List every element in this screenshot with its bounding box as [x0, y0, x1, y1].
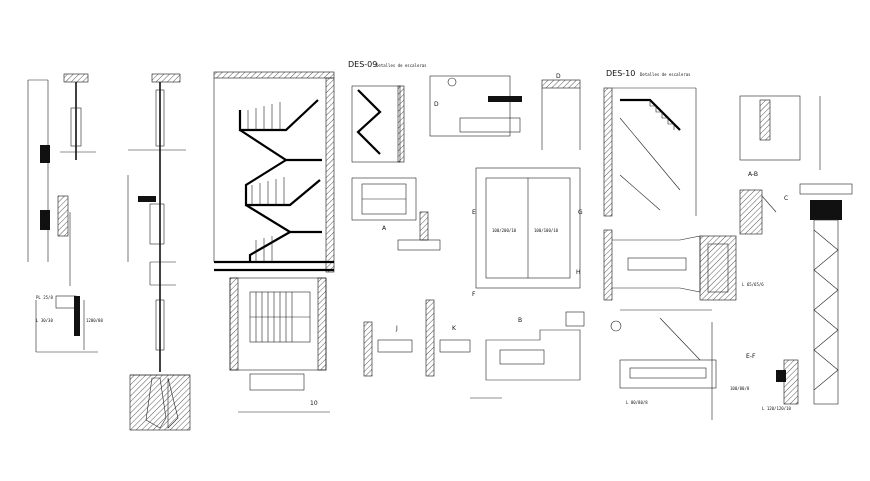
annot-pl1: L 30/30 — [36, 318, 53, 323]
mark-b: B — [518, 317, 522, 324]
sheet-10-code: DES-10 — [606, 69, 635, 78]
annot-num10: 10 — [310, 400, 318, 407]
sheet-09-subtitle: Detalles de escaleras — [376, 63, 427, 68]
detail-stair-elevation — [213, 71, 335, 273]
detail-post-foundation — [127, 73, 191, 431]
mark-f: F — [472, 291, 476, 298]
mark-ab: A-B — [748, 171, 758, 178]
sheet-10-subtitle: Detalles de escaleras — [640, 72, 691, 77]
mark-h: H — [576, 269, 581, 276]
mark-j: J — [395, 325, 398, 332]
annot-dim6: L 120/120/10 — [762, 406, 791, 411]
annot-dim4: L 80/80/8 — [626, 400, 648, 405]
annot-dim5: 100/80/8 — [730, 386, 750, 391]
annot-dim3: 100/100/10 — [534, 228, 559, 233]
annot-pl2: PL 25/8 — [36, 295, 53, 300]
sheet-09-code: DES-09 — [348, 60, 377, 69]
mark-k: K — [452, 325, 457, 332]
stair-balusters — [247, 102, 285, 262]
mark-g: G — [578, 209, 583, 216]
mark-ef: E-F — [746, 353, 756, 360]
mark-a: A — [382, 225, 387, 232]
mark-c: C — [784, 195, 788, 202]
mark-e: E — [472, 209, 476, 216]
annot-dim1: 1200/80 — [86, 318, 103, 323]
annot-dim7: L 65/65/6 — [742, 282, 764, 287]
stair-plan-treads — [255, 292, 293, 342]
sheet-des-09: DES-09 Detalles de escaleras A D D E F G… — [348, 60, 585, 399]
mark-d2: D — [556, 73, 561, 80]
mark-d: D — [434, 101, 439, 108]
annot-dim2: 100/200/10 — [492, 228, 517, 233]
detail-stair-plan: 10 — [229, 277, 330, 413]
sheet-des-10: DES-10 Detalles de escaleras A-B C — [603, 69, 853, 420]
detail-column-elevation-left: PL 25/8 L 30/30 1200/80 — [27, 73, 103, 353]
